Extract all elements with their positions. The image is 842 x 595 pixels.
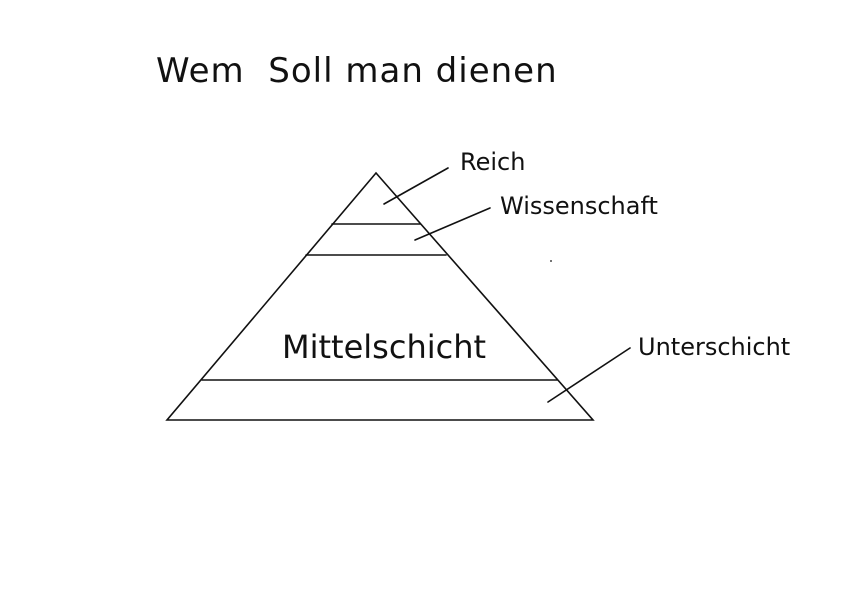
pyramid-outline (165, 171, 595, 421)
leader-reich (383, 167, 449, 205)
leader-wissenschaft (414, 207, 491, 241)
stray-dot (550, 260, 552, 262)
label-mittelschicht: Mittelschicht (282, 328, 486, 366)
label-unterschicht: Unterschicht (638, 333, 790, 361)
label-reich: Reich (460, 148, 525, 176)
label-wissenschaft: Wissenschaft (500, 192, 658, 220)
diagram-title: Wem Soll man dienen (156, 51, 558, 91)
leader-unterschicht (547, 347, 631, 403)
